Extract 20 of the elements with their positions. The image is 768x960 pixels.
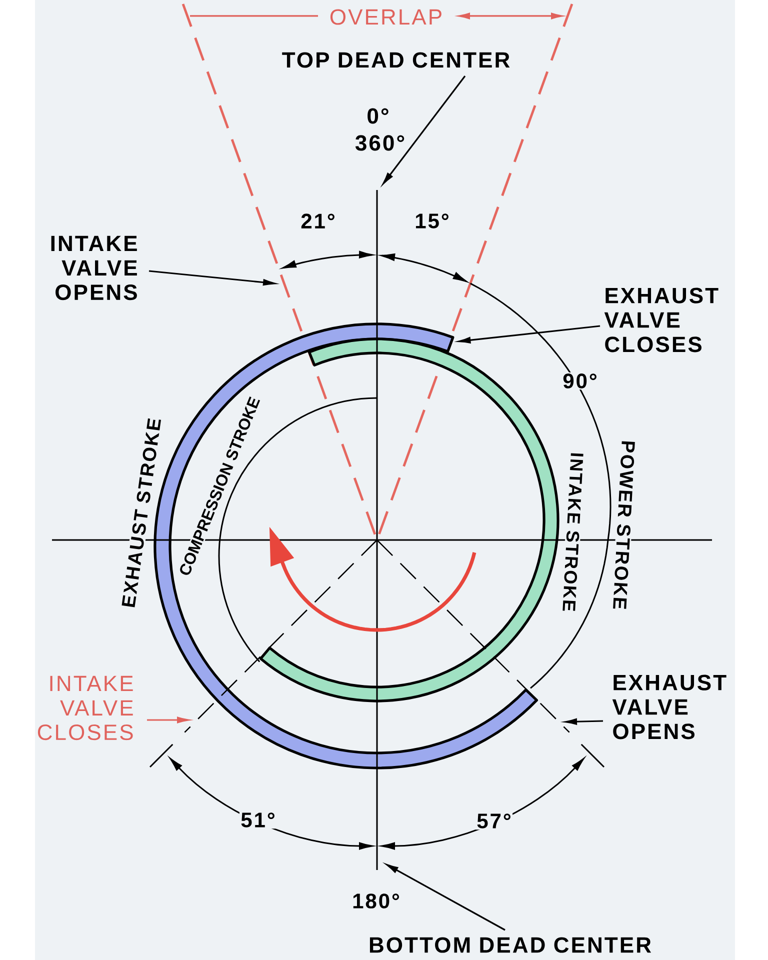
angle-label: 0° xyxy=(368,108,388,124)
angle-label: 51° xyxy=(239,811,277,829)
callout-text: INTAKE VALVE OPENS xyxy=(51,236,137,300)
callout-text: TOP DEAD CENTER xyxy=(282,52,510,68)
stroke-label: POWER STROKE xyxy=(612,438,636,612)
dimension-label: OVERLAP xyxy=(328,8,444,26)
stroke-label: EXHAUST STROKE xyxy=(120,416,163,610)
stroke-label: INTAKE STROKE xyxy=(561,450,585,614)
inner-arc-band xyxy=(259,338,560,702)
angle-label: 180° xyxy=(353,894,399,908)
callout-text: BOTTOM DEAD CENTER xyxy=(370,937,652,953)
callout-text: EXHAUST VALVE CLOSES xyxy=(604,288,718,352)
angle-label: 360° xyxy=(355,135,404,151)
angle-label: 21° xyxy=(301,214,334,228)
angle-label: 90° xyxy=(561,372,599,390)
leader-arrow xyxy=(382,76,466,184)
callout-text: INTAKE VALVE CLOSES xyxy=(38,676,133,740)
angle-label: 57° xyxy=(475,812,513,830)
callout-text: EXHAUST VALVE OPENS xyxy=(612,674,726,740)
angle-label: 15° xyxy=(416,214,448,228)
